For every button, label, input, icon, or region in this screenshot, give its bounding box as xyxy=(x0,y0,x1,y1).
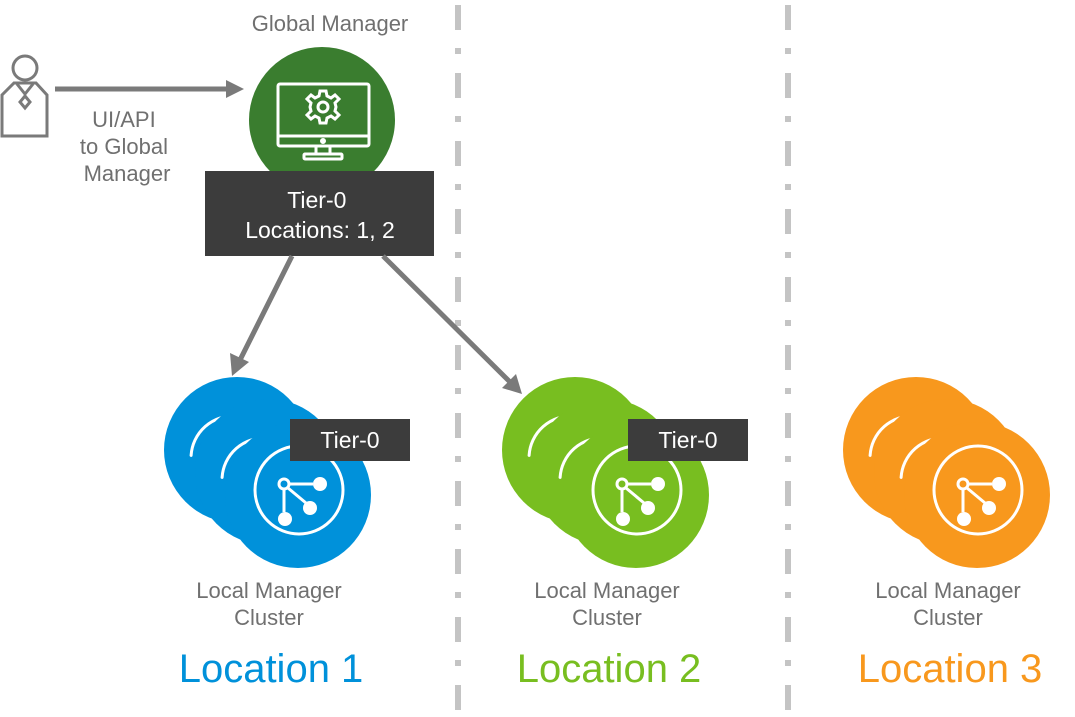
global-manager-tier0-box xyxy=(205,171,434,256)
global-manager-title: Global Manager xyxy=(252,11,409,36)
network-topology-icon xyxy=(591,444,683,536)
tier0-badge-label: Tier-0 xyxy=(658,427,717,453)
tier0-badge-label: Tier-0 xyxy=(320,427,379,453)
gm-to-location-1-arrow xyxy=(230,254,295,376)
location-1-title: Location 1 xyxy=(179,647,364,691)
user-icon xyxy=(0,54,49,138)
local-manager-cluster[interactable] xyxy=(502,377,709,568)
location-2-title: Location 2 xyxy=(517,647,702,691)
gm-to-location-2-arrow xyxy=(381,254,522,394)
local-manager-cluster[interactable] xyxy=(843,377,1050,568)
ui-api-label: UI/API to Global Manager xyxy=(80,107,174,186)
global-manager-tier0-label: Tier-0 Locations: 1, 2 xyxy=(245,187,395,243)
ui-api-arrow xyxy=(55,80,244,98)
location-3-title: Location 3 xyxy=(858,647,1043,691)
network-topology-icon xyxy=(932,444,1024,536)
local-manager-cluster[interactable] xyxy=(164,377,371,568)
tier0-badge xyxy=(628,419,748,461)
tier0-badge xyxy=(290,419,410,461)
monitor-gear-icon xyxy=(276,82,371,161)
